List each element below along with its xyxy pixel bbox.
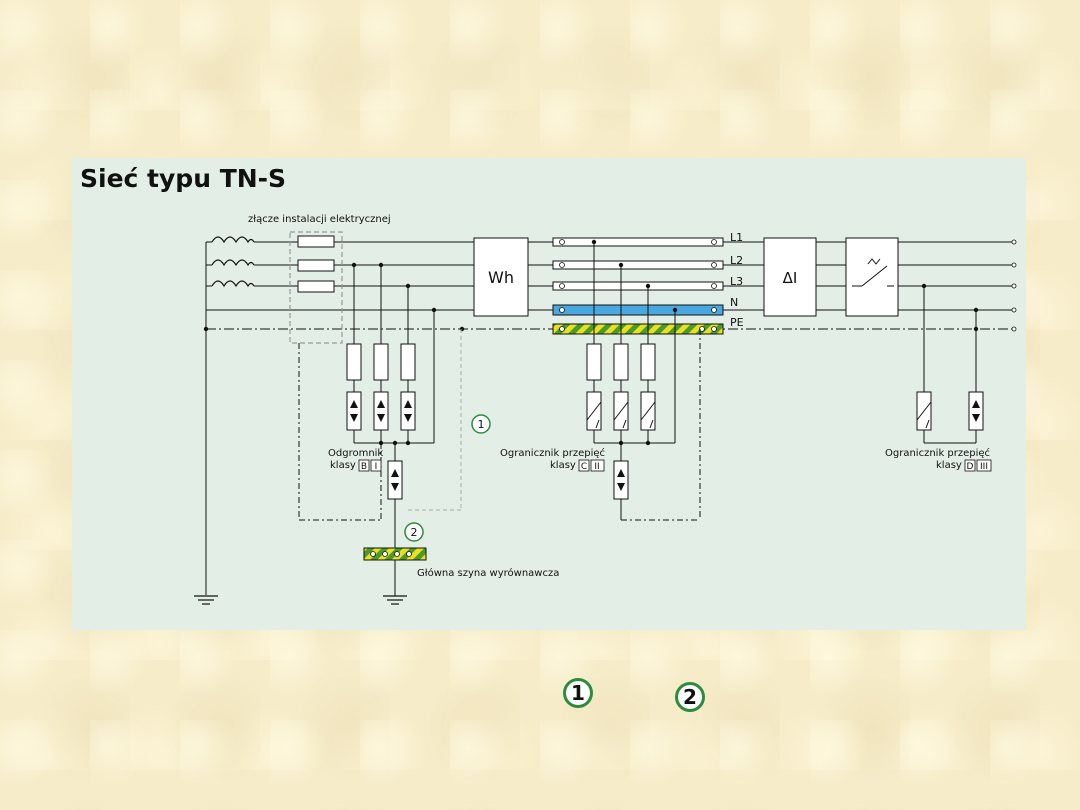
arrester-group-b: [346, 265, 435, 548]
limiter-c-label-2: klasy: [550, 460, 576, 471]
class-b-badge-frame: [358, 459, 370, 472]
arrester-label-2: klasy: [330, 460, 356, 471]
marker-1-circle: [471, 414, 491, 434]
class-iii-badge: III: [980, 462, 988, 472]
meter-label: Wh: [488, 268, 514, 287]
limiter-d-label-2: klasy: [936, 460, 962, 471]
energy-meter: [473, 237, 529, 317]
class-ii-badge: II: [594, 462, 599, 472]
limiter-symbols-d: [921, 283, 980, 422]
class-ii-badge-frame: [590, 459, 605, 472]
class-i-badge-frame: [370, 459, 382, 472]
busbar-label: Główna szyna wyrównawcza: [417, 567, 559, 579]
marker-2-circle: [404, 522, 424, 542]
limiter-d-label-1: Ogranicznik przepięć: [885, 447, 990, 459]
transformer-coils: [211, 236, 255, 288]
output-terminals: [1011, 239, 1017, 332]
legend-marker-2: 2: [675, 682, 705, 712]
connection-box: [289, 231, 343, 344]
arrester-label-1: Odgromnik: [328, 448, 383, 459]
connection-label: złącze instalacji elektrycznej: [248, 214, 391, 225]
page-title: Sieć typu TN-S: [80, 164, 286, 193]
class-c-badge: C: [581, 462, 587, 472]
class-b-badge: B: [361, 462, 367, 472]
ground-symbols: [194, 595, 407, 605]
limiter-group-d: [916, 286, 984, 444]
main-switch: [845, 237, 899, 317]
rcd-label: ΔI: [783, 269, 798, 287]
conductor-n: N: [730, 296, 738, 309]
limiter-c-label-1: Ogranicznik przepięć: [500, 447, 605, 459]
distribution-bars: [552, 237, 724, 335]
class-iii-badge-frame: [976, 459, 992, 472]
class-d-badge-frame: [964, 459, 976, 472]
fuse-l1: [297, 235, 335, 248]
class-i-badge: I: [375, 462, 378, 472]
marker-1: 1: [478, 418, 485, 431]
conductor-l3: L3: [730, 275, 743, 288]
busbar-terminals: [370, 551, 412, 557]
fuse-l2: [297, 259, 335, 272]
limiter-group-c: [586, 242, 701, 521]
arrester-symbols-b: [203, 262, 465, 491]
conductor-pe: PE: [730, 316, 744, 329]
conductor-l2: L2: [730, 254, 743, 267]
fuse-l3: [297, 280, 335, 293]
conductor-l1: L1: [730, 231, 743, 244]
diagram-panel: Sieć typu TN-S złącze instalacji elektry…: [72, 158, 1026, 630]
rcd-device: [763, 237, 817, 317]
marker-2: 2: [411, 526, 418, 539]
class-c-badge-frame: [578, 459, 590, 472]
class-d-badge: D: [967, 462, 974, 472]
tn-s-schematic: Sieć typu TN-S złącze instalacji elektry…: [80, 164, 1017, 605]
legend-marker-1: 1: [563, 678, 593, 708]
limiter-symbols-c: [591, 239, 678, 491]
